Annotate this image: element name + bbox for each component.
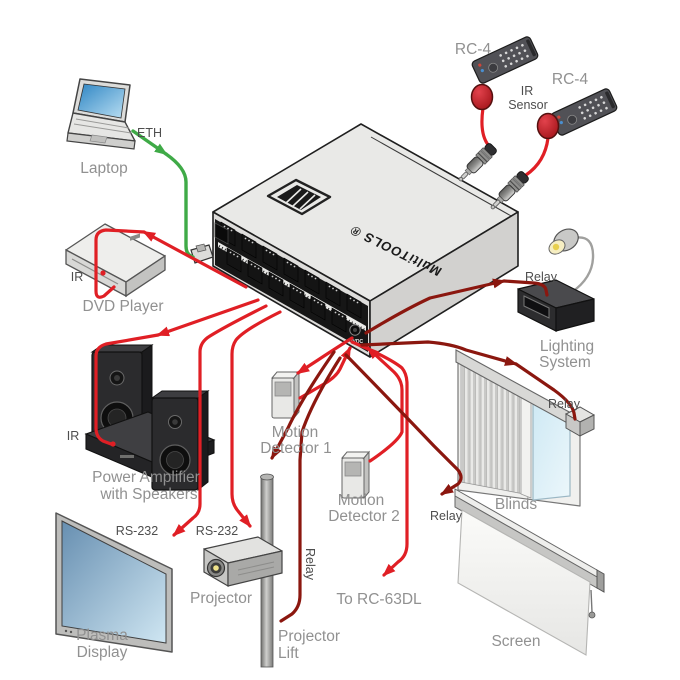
ir-sensor-2-cable <box>524 136 550 177</box>
dvd-side <box>125 254 166 298</box>
rc4-right-label: RC-4 <box>552 71 589 88</box>
ir-amp-cable-arrow <box>156 298 260 337</box>
blinds-label: Blinds <box>495 496 537 513</box>
plasma-screen <box>61 520 167 644</box>
relay-lighting-cable-arrow <box>364 278 506 335</box>
ir-sensor-bulb-2 <box>536 112 560 140</box>
relay-screen-cable <box>344 353 463 496</box>
laptop-screen <box>77 83 126 119</box>
motion-detector-2-cable <box>366 346 404 463</box>
rs232-plasma-cable <box>172 304 268 537</box>
amp-label-2: with Speakers <box>99 486 198 503</box>
relay-blinds-cable-arrow <box>360 340 518 366</box>
lift-relay-label: Relay <box>303 548 317 581</box>
lighting-relay-label: Relay <box>525 270 558 284</box>
eth-cable-arrow <box>131 129 168 156</box>
md1-label-1: Motion <box>272 424 319 441</box>
speakers-and-amplifier <box>84 344 216 492</box>
ethernet-port <box>214 222 229 245</box>
screen-cord <box>590 589 593 613</box>
lamp-bulb <box>552 243 560 251</box>
screen-bar-endcap <box>596 569 605 593</box>
dimmer-slot <box>523 295 550 319</box>
projector <box>203 536 283 588</box>
lighting-label-2: System <box>539 354 591 371</box>
speaker-right <box>150 390 210 492</box>
lighting-system <box>517 228 595 332</box>
dvd-label: DVD Player <box>83 298 164 315</box>
rs232-projector-cable <box>230 310 282 528</box>
motion-detector-1-cable-in <box>296 336 354 375</box>
lift-label-1: Projector <box>278 628 340 645</box>
relay-lift-cable-arrow <box>270 350 336 460</box>
ir-sensor-bulb-1 <box>470 83 494 111</box>
ir-sensor-label-1: IR <box>521 84 534 98</box>
relay-lighting-cable <box>502 279 549 297</box>
projector-side <box>227 550 283 587</box>
lamp-arm <box>571 236 595 293</box>
rs232-projector-label: RS-232 <box>196 524 238 538</box>
ir-amp-cable <box>94 333 160 446</box>
md1-label-2: Detector 1 <box>260 440 332 457</box>
plasma-label-2: Display <box>77 644 128 661</box>
laptop <box>66 78 136 150</box>
screen-relay-label: Relay <box>430 509 463 523</box>
plasma-display <box>55 512 173 653</box>
kramer-logo <box>266 178 332 216</box>
blind-edge-slat <box>520 395 532 499</box>
laptop-label: Laptop <box>80 160 127 177</box>
dvd-ir-emitter <box>100 270 106 276</box>
rc63dl-label: To RC-63DL <box>336 591 422 608</box>
rc4-top-label: RC-4 <box>455 41 492 58</box>
laptop-touchpad <box>89 134 108 144</box>
md2-label-1: Motion <box>338 492 385 509</box>
screen-pull <box>588 611 596 619</box>
minijack-plug-1 <box>454 141 499 186</box>
lighting-label-1: Lighting <box>540 338 594 355</box>
md2-label-2: Detector 2 <box>328 508 400 525</box>
eth-label: ETH <box>137 126 162 140</box>
screen-surface <box>457 509 591 656</box>
device-right-face <box>369 211 519 358</box>
dimmer-side <box>555 298 595 332</box>
rs232-plasma-label: RS-232 <box>116 524 158 538</box>
relay-lift-cable <box>279 356 342 623</box>
projection-screen <box>454 488 605 656</box>
ir-dvd-cable-arrow <box>142 230 248 289</box>
projector-label: Projector <box>190 590 252 607</box>
labels: Laptop ETH RC-4 RC-4 IR Sensor IR DVD Pl… <box>67 41 594 662</box>
dvd-display <box>130 233 140 241</box>
blinds-relay-label: Relay <box>548 397 581 411</box>
blinds <box>455 349 596 507</box>
ir-dvd-cable <box>94 228 146 299</box>
rc4-remote-right <box>549 87 619 137</box>
wires <box>94 106 577 623</box>
lift-label-2: Lift <box>278 645 299 662</box>
screen-label: Screen <box>491 633 540 650</box>
eth-cable <box>164 152 195 259</box>
relay-blinds-cable <box>514 362 577 421</box>
central-control-device: MultiTOOLS ® 12VDC <box>190 123 519 358</box>
ir-sensor-1-cable <box>480 106 492 149</box>
dvd-ir-label: IR <box>71 270 84 284</box>
ir-sensor-label-2: Sensor <box>508 98 548 112</box>
rc63dl-cable <box>350 340 409 577</box>
amp-ir-label: IR <box>67 429 80 443</box>
amp-label-1: Power Amplifier <box>92 469 200 486</box>
plasma-label-1: Plasma <box>76 627 128 644</box>
